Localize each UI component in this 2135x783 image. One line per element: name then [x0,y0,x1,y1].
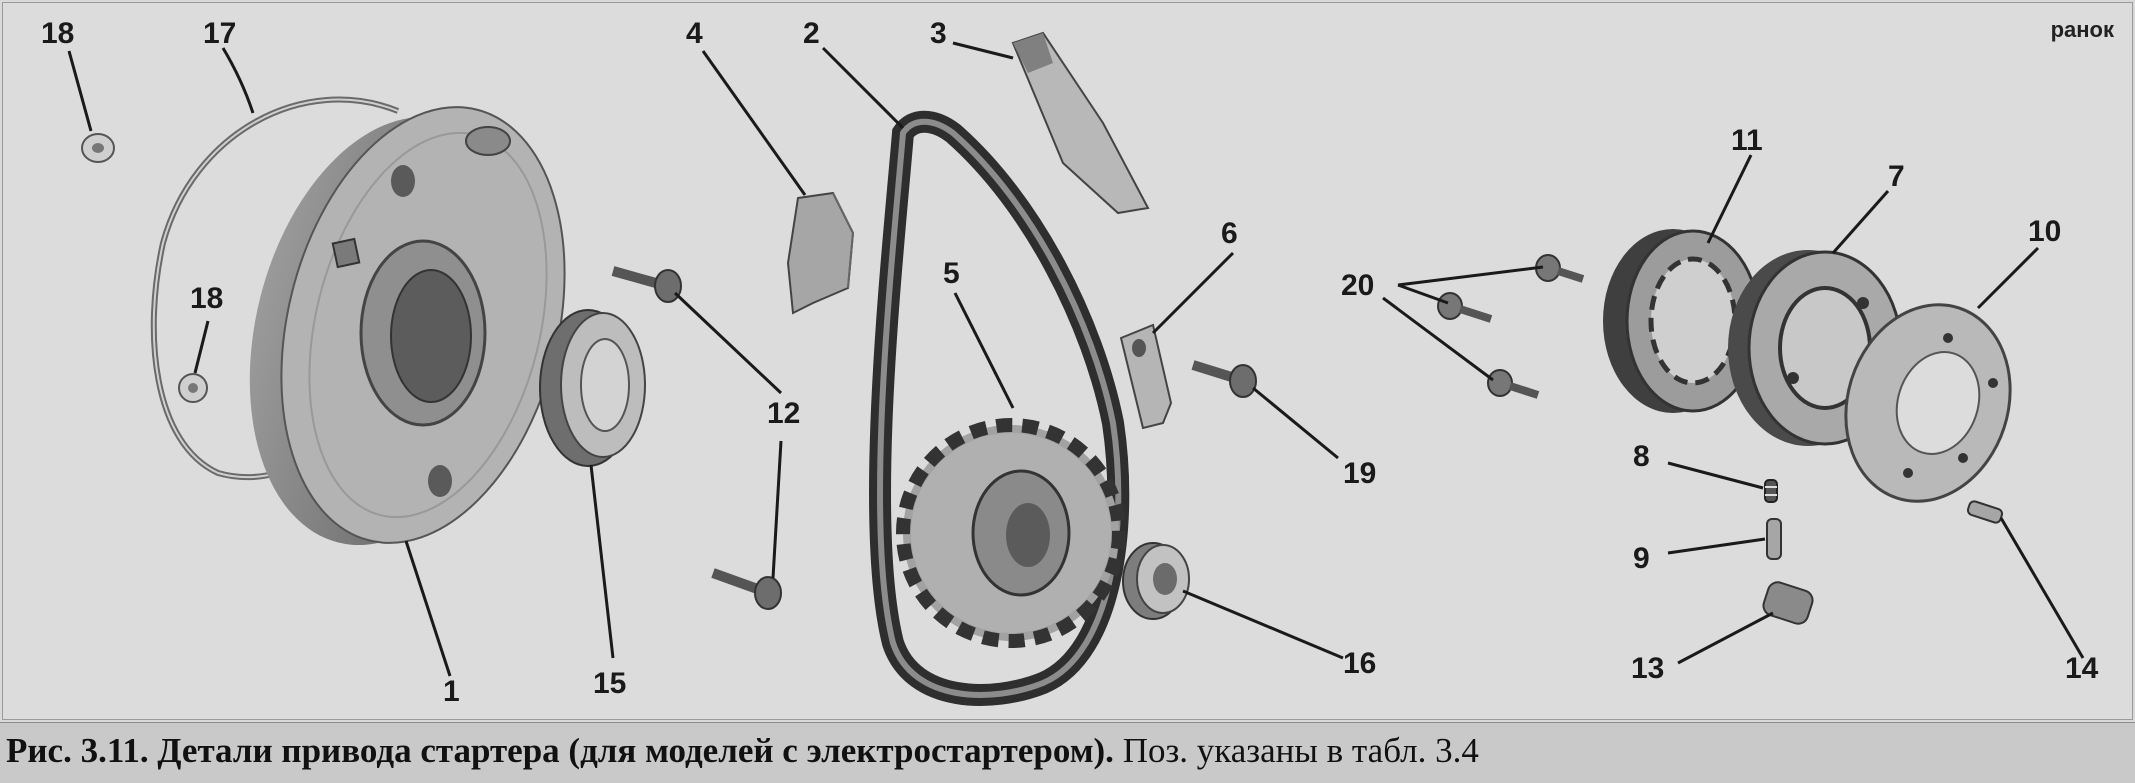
callout-4: 4 [686,17,703,50]
part-9-pin [1766,518,1782,560]
callout-18-lower: 18 [190,282,223,315]
exploded-diagram: ранок [2,2,2133,720]
callout-17: 17 [203,17,236,50]
callout-11: 11 [1731,124,1763,157]
callout-8: 8 [1633,440,1650,473]
callout-1: 1 [443,675,460,708]
leader-lines [67,41,2085,677]
part-1-cover [249,106,566,546]
caption-note: Поз. указаны в табл. 3.4 [1122,731,1479,770]
part-12-bolt-upper [611,266,682,303]
callout-6: 6 [1221,217,1238,250]
part-11-clutch-ring [1603,229,1761,413]
part-13-roller [1762,581,1814,625]
callout-19: 19 [1343,457,1376,490]
part-4-damper [786,191,855,315]
callout-13: 13 [1631,652,1664,685]
callout-3: 3 [930,17,947,50]
parts-drawing: 18 17 4 2 3 18 12 5 6 20 11 7 10 12 19 8… [41,17,2099,708]
part-20-bolts [1437,254,1585,399]
part-2-chain [869,110,1130,706]
figure-caption: Рис. 3.11. Детали привода стартера (для … [0,722,2135,783]
part-19-bolt [1191,360,1257,398]
callout-12-lower: 12 [767,397,800,430]
part-18-washer-top [81,133,115,163]
callout-15: 15 [593,667,626,700]
part-6-plate [1119,323,1173,430]
part-10-cover-plate [1844,303,2012,503]
part-18-washer-lower [178,373,208,403]
part-5-sprocket [896,418,1126,648]
part-16-bushing [1122,542,1190,620]
part-3-guide [1011,31,1150,215]
publisher-logo: ранок [2050,17,2114,42]
callout-5: 5 [943,257,960,290]
callout-18-top: 18 [41,17,74,50]
callout-16: 16 [1343,647,1376,680]
part-15-seal [539,309,646,467]
part-12-bolt-lower [711,568,782,610]
callout-10: 10 [2028,215,2061,248]
callout-7: 7 [1888,160,1905,193]
caption-title: Рис. 3.11. Детали привода стартера (для … [6,731,1114,770]
part-8-spring [1764,479,1778,503]
callout-14: 14 [2065,652,2099,685]
part-17-gasket [150,96,400,481]
callout-labels: 18 17 4 2 3 18 12 5 6 20 11 7 10 12 19 8… [41,17,2099,708]
callout-9: 9 [1633,542,1650,575]
callout-2: 2 [803,17,820,50]
part-14-dowel [1966,500,2004,524]
callout-20: 20 [1341,269,1374,302]
